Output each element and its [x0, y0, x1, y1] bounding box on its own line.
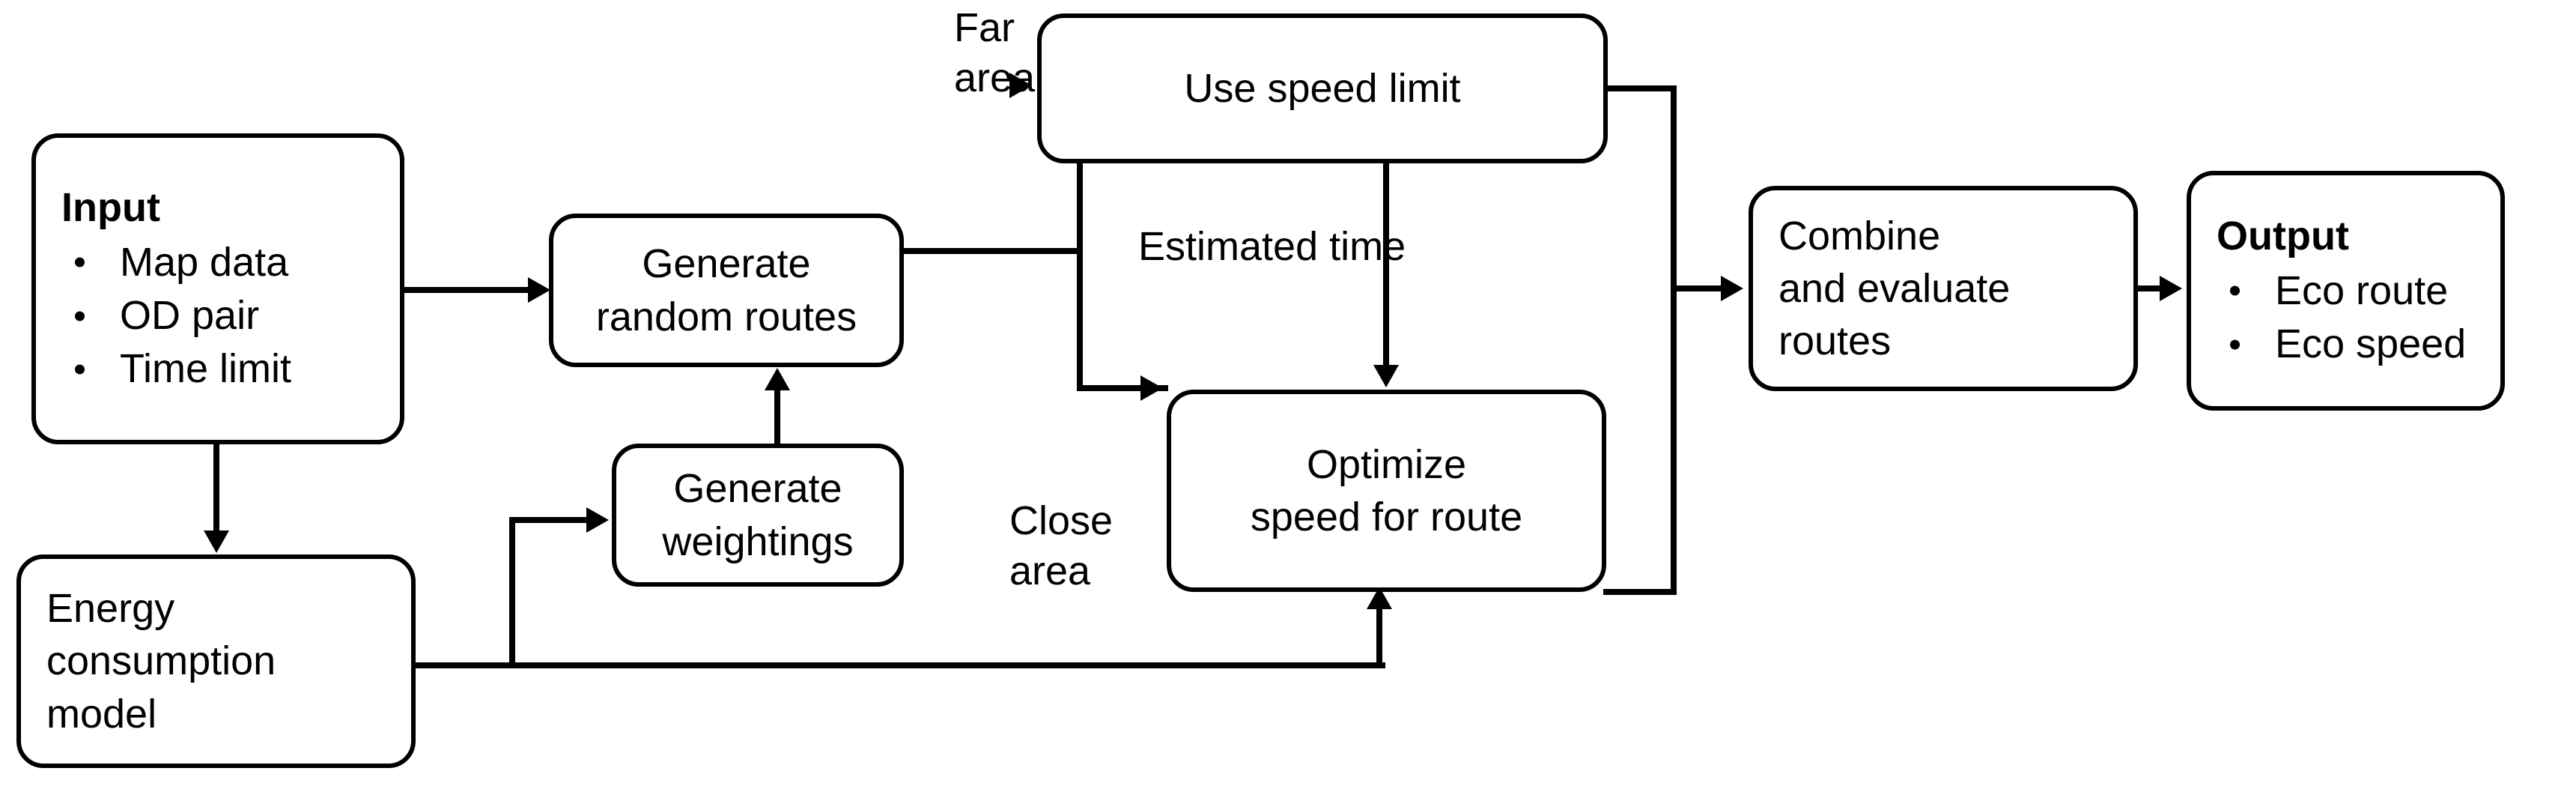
node-energy-consumption-model[interactable]: Energy consumption model — [16, 554, 416, 768]
edge-weightings-to-generate-routes — [774, 390, 780, 447]
generate-routes-line: random routes — [595, 294, 857, 339]
arrowhead-into-generate-weightings — [586, 507, 609, 533]
edge-use-speed-limit-to-merge — [1605, 85, 1677, 91]
generate-weightings-line: Generate — [673, 466, 842, 512]
input-bullet-item: Map data — [61, 236, 383, 289]
input-bullet-item: Time limit — [61, 342, 383, 396]
input-bullet-item: OD pair — [61, 289, 383, 342]
node-combine-and-evaluate-routes[interactable]: Combine and evaluate routes — [1749, 186, 2138, 391]
label-close-area-line: Close — [1009, 498, 1114, 543]
edge-branch-to-optimize-speed — [1077, 385, 1168, 391]
label-close-area: Close area — [1009, 496, 1113, 596]
node-generate-weightings[interactable]: Generate weightings — [612, 444, 904, 587]
output-bullet-item: Eco route — [2217, 264, 2484, 318]
energy-model-line: model — [46, 691, 157, 737]
combine-line: and evaluate — [1778, 265, 2011, 311]
edge-merge-to-combine — [1671, 285, 1725, 291]
feedback-riser-to-optimize — [1376, 608, 1382, 665]
arrowhead-into-optimize-speed — [1140, 375, 1163, 401]
node-input[interactable]: Input Map data OD pair Time limit — [31, 133, 404, 444]
generate-routes-line: Generate — [642, 241, 811, 287]
arrowhead-estimated-time — [1373, 365, 1399, 387]
input-title: Input — [61, 184, 160, 230]
node-generate-random-routes[interactable]: Generate random routes — [549, 214, 904, 367]
feedback-riser-to-weightings — [509, 517, 515, 665]
output-bullet-list: Eco route Eco speed — [2217, 264, 2484, 372]
arrowhead-into-combine — [1721, 276, 1743, 301]
label-far-area: Far area — [954, 3, 1035, 103]
combine-line: routes — [1778, 318, 1892, 364]
arrowhead-into-energy-model — [204, 530, 229, 553]
edge-generate-routes-to-branch — [904, 248, 1083, 254]
label-far-area-line: area — [954, 55, 1036, 100]
label-close-area-line: area — [1009, 548, 1091, 593]
edge-optimize-speed-to-merge — [1603, 589, 1677, 595]
combine-line: Combine — [1778, 213, 1941, 259]
node-use-speed-limit[interactable]: Use speed limit — [1037, 13, 1608, 163]
edge-feedback-to-weightings — [509, 517, 592, 523]
energy-model-line: consumption — [46, 638, 276, 684]
use-speed-limit-line: Use speed limit — [1184, 65, 1461, 111]
arrowhead-into-use-speed-limit — [1009, 73, 1032, 98]
branch-vertical-rail — [1077, 82, 1083, 391]
edge-estimated-time — [1383, 163, 1389, 367]
edge-combine-to-output — [2138, 285, 2164, 291]
output-title: Output — [2217, 213, 2349, 259]
feedback-bus-horizontal — [414, 662, 1385, 668]
arrowhead-into-generate-routes — [528, 277, 550, 303]
output-bullet-item: Eco speed — [2217, 318, 2484, 371]
edge-input-to-generate-routes — [404, 287, 532, 293]
arrowhead-into-output — [2160, 276, 2182, 301]
optimize-speed-line: Optimize — [1306, 441, 1467, 487]
merge-vertical-rail — [1671, 85, 1677, 595]
optimize-speed-line: speed for route — [1250, 495, 1523, 539]
node-optimize-speed-for-route[interactable]: Optimize speed for route — [1167, 390, 1606, 592]
arrowhead-into-generate-routes-bottom — [765, 368, 790, 390]
label-estimated-time: Estimated time — [1138, 224, 1406, 269]
energy-model-line: Energy — [46, 586, 175, 632]
generate-weightings-line: weightings — [662, 519, 854, 564]
input-bullet-list: Map data OD pair Time limit — [61, 236, 383, 396]
node-output[interactable]: Output Eco route Eco speed — [2187, 171, 2505, 411]
edge-input-to-energy-model — [213, 444, 219, 533]
label-far-area-line: Far — [954, 5, 1015, 50]
